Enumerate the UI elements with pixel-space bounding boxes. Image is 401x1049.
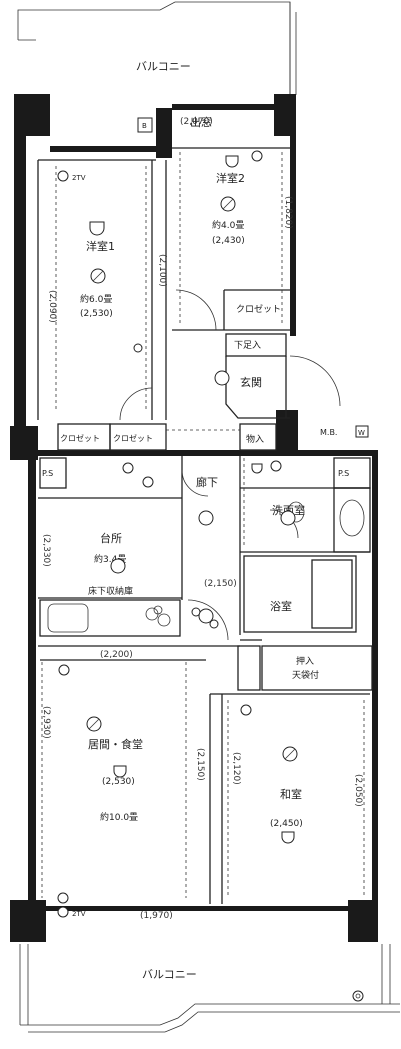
meter-box-label: M.B. [320, 428, 337, 437]
stove-icon [145, 605, 171, 627]
washbasin-icon [339, 499, 365, 537]
dim-w2-v: (1,820) [283, 196, 293, 229]
w-marker-box [355, 425, 369, 438]
living-room-dim: (2,530) [102, 777, 135, 787]
tv-outlet-top: 2TV [72, 174, 86, 182]
dim-living-v: (2,930) [41, 706, 51, 739]
kitchen-name: 台所 [100, 531, 122, 545]
hallway-label: 廊下 [196, 475, 218, 489]
dim-window: (2,070) [180, 117, 213, 127]
outer-walls [10, 94, 378, 942]
japanese-room-dim: (2,450) [270, 819, 303, 829]
closet-b-label: クロゼット [113, 433, 153, 443]
door-swings [119, 289, 341, 641]
dashed-lines [41, 152, 365, 898]
kitchen-sink-icon [47, 603, 89, 633]
down-lights [89, 155, 295, 844]
japanese-room-name: 和室 [280, 787, 302, 801]
western-room-1-name: 洋室1 [86, 239, 115, 253]
entrance-label: 玄関 [240, 375, 262, 389]
pipe-shaft-left: P.S [42, 469, 53, 478]
closet-western-2: クロゼット [236, 303, 281, 315]
bath-label: 浴室 [270, 599, 292, 613]
b-marker-box [137, 117, 153, 133]
entry-storage-label: 物入 [246, 433, 264, 445]
western-room-1-area: 約6.0畳 [80, 293, 112, 305]
interior-walls [37, 147, 373, 904]
living-room-area: 約10.0畳 [100, 811, 138, 823]
dim-bottom-h: (1,970) [140, 911, 173, 921]
dim-living-v2: (2,150) [195, 748, 205, 781]
shoe-storage-label: 下足入 [234, 340, 261, 351]
w-marker: W [358, 429, 365, 437]
western-room-1-dim: (2,530) [80, 309, 113, 319]
dim-japanese-v1: (2,120) [231, 752, 241, 785]
outlet-symbols [57, 150, 282, 918]
pipe-shaft-right: P.S [338, 469, 349, 478]
ceiling-fixtures [86, 196, 298, 762]
light-fixtures [110, 370, 296, 624]
dim-living-h: (2,200) [100, 650, 133, 660]
balcony-top-area [17, 1, 297, 95]
bay-window-label: 出窓 [190, 115, 212, 129]
western-room-2-area: 約4.0畳 [212, 219, 244, 231]
tv-outlet-bottom: 2TV [72, 910, 86, 918]
closet-a-label: クロゼット [60, 433, 100, 443]
living-room-name: 居間・食堂 [88, 737, 143, 751]
underfloor-storage-label: 床下収納庫 [88, 585, 133, 597]
washroom-label: 洗面室 [272, 503, 305, 517]
dim-japanese-v2: (2,050) [353, 774, 363, 807]
dim-hall-h: (2,150) [204, 579, 237, 589]
oshiire-label: 押入 [296, 655, 314, 667]
dim-kitchen-v: (2,330) [41, 534, 51, 567]
balcony-top-label: バルコニー [136, 60, 191, 73]
balcony-bottom-label: バルコニー [142, 968, 197, 981]
balcony-bottom-area [19, 944, 400, 1033]
b-marker: B [142, 122, 147, 130]
western-room-2-name: 洋室2 [216, 171, 245, 185]
dim-w1-v2: (2,100) [157, 254, 167, 287]
western-room-2-dim: (2,430) [212, 236, 245, 246]
tenbukuro-label: 天袋付 [292, 669, 319, 681]
dim-w1-v1: (2,090) [47, 290, 57, 323]
